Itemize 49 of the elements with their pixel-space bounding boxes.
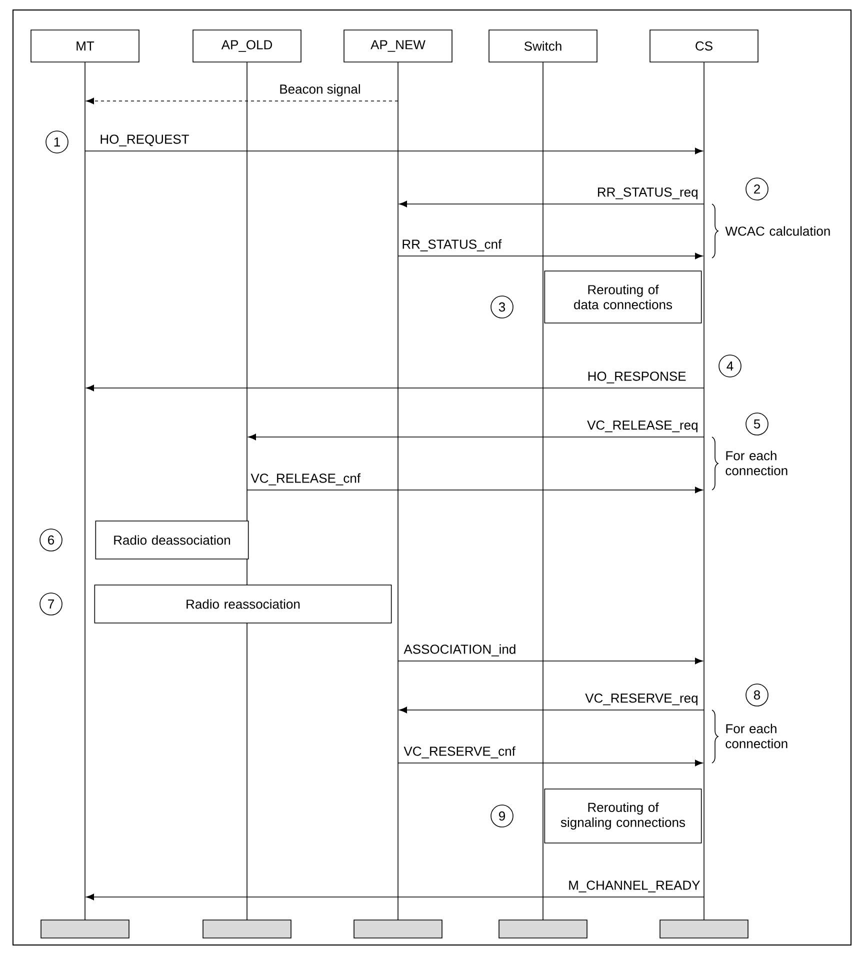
- participant-box: MT: [30, 30, 140, 62]
- participant-box: Switch: [488, 30, 598, 62]
- edge-label: VC_RELEASE_cnf: [249, 472, 362, 487]
- edge-label: RR_STATUS_cnf: [400, 238, 504, 253]
- message-arrow: [399, 200, 704, 208]
- message-arrow: [84, 148, 703, 154]
- edge-label: HO_REQUEST: [98, 133, 191, 148]
- message-arrow: [399, 706, 704, 714]
- edge-label: ASSOCIATION_ind: [402, 642, 518, 658]
- message-arrow: [398, 252, 703, 260]
- step-number: 7: [40, 592, 62, 616]
- step-number: 9: [490, 804, 514, 828]
- edge-label: M_CHANNEL_READY: [566, 879, 702, 894]
- edge-label: VC_RESERVE_req: [584, 692, 700, 707]
- step-number: 5: [746, 412, 768, 436]
- edge-label: HO_RESPONSE: [586, 370, 688, 385]
- participant-box: CS: [650, 30, 758, 62]
- edge-label: Beacon signal: [278, 82, 362, 98]
- message-arrow: [86, 384, 704, 392]
- process-box: Radio reassociation: [94, 584, 392, 624]
- step-number: 8: [746, 684, 768, 706]
- step-number: 3: [490, 296, 514, 318]
- note-text: WCAC calculation: [725, 226, 830, 236]
- message-arrow: [86, 894, 704, 900]
- message-arrow: [398, 760, 703, 766]
- lifeline: [542, 62, 544, 920]
- note-text: For each connection: [726, 450, 788, 476]
- step-number: 4: [718, 354, 742, 378]
- process-box: Rerouting of signaling connections: [544, 788, 702, 844]
- lifeline-end-bar: [660, 920, 748, 938]
- message-arrow: [398, 658, 703, 664]
- message-arrow: [248, 434, 704, 440]
- message-arrow: [246, 486, 703, 494]
- note-text: For each connection: [726, 724, 788, 748]
- process-box: Radio deassociation: [95, 520, 249, 560]
- step-number: 6: [40, 528, 62, 552]
- participant-box: AP_OLD: [192, 30, 302, 62]
- lifeline-end-bar: [354, 920, 442, 938]
- lifeline-end-bar: [40, 920, 130, 938]
- edge-label: RR_STATUS_req: [595, 186, 700, 201]
- lifeline-end-bar: [498, 920, 588, 938]
- edge-label: VC_RESERVE_cnf: [402, 744, 517, 760]
- process-box: Rerouting of data connections: [544, 270, 702, 324]
- lifeline-end-bar: [202, 920, 292, 938]
- participant-box: AP_NEW: [344, 30, 452, 62]
- step-number: 1: [46, 130, 68, 154]
- edge-label: VC_RELEASE_req: [586, 419, 700, 434]
- step-number: 2: [746, 178, 768, 200]
- message-arrow: [86, 98, 398, 104]
